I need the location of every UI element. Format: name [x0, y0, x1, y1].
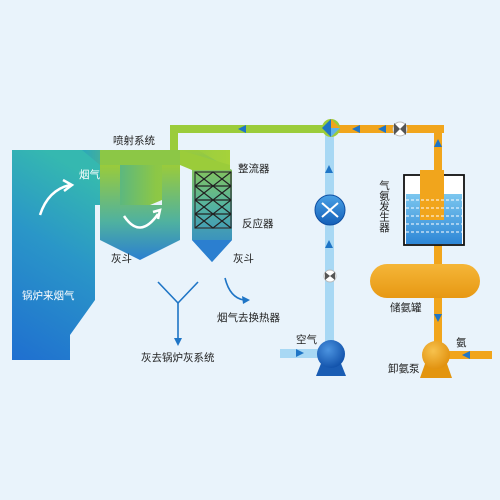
ash-hopper-right-label: 灰斗 — [233, 252, 254, 265]
storage-tank — [370, 264, 480, 298]
flue-to-heat-exchanger-label: 烟气去换热器 — [217, 311, 280, 324]
mixer-valve — [322, 119, 340, 137]
flow-curve — [122, 213, 160, 229]
spray-pipe — [170, 125, 330, 165]
boiler-body — [12, 150, 120, 360]
air-blower — [316, 340, 346, 376]
ammonia-label: 氨 — [456, 336, 467, 349]
left-hopper — [100, 165, 180, 260]
ammonia-gasifier-label: 气氨发生器 — [378, 179, 390, 233]
unloading-pump-label: 卸氨泵 — [388, 362, 420, 375]
ammonia-storage-tank-label: 储氨罐 — [390, 301, 422, 314]
spray-system-label: 喷射系统 — [113, 134, 155, 147]
ash-arrows — [157, 277, 245, 340]
boiler-flue-gas-label: 锅炉来烟气 — [22, 289, 75, 302]
air-label: 空气 — [296, 333, 317, 346]
spray-arrow — [238, 125, 246, 133]
reactor-label: 反应器 — [242, 217, 274, 230]
rectifier-label: 整流器 — [238, 162, 270, 175]
unloading-pump — [420, 341, 452, 378]
orange-down-arrow — [434, 139, 442, 147]
air-inlet-arrow — [296, 349, 304, 357]
boiler-curve-arrow — [38, 183, 71, 216]
air-pipes — [280, 133, 334, 358]
flue-gas-label: 烟气 — [79, 168, 100, 181]
ash-to-boiler-ash-system-label: 灰去锅炉灰系统 — [141, 351, 215, 364]
ammonia-valve — [392, 121, 408, 137]
ammonia-gasifier — [403, 170, 465, 246]
ammonia-inlet-arrow — [462, 351, 470, 359]
ash-hopper-left-label: 灰斗 — [111, 252, 132, 265]
air-valve — [323, 269, 337, 283]
catalyst-layers — [194, 171, 232, 229]
dilution-fan — [314, 194, 346, 226]
tank-up-arrow — [434, 314, 442, 322]
